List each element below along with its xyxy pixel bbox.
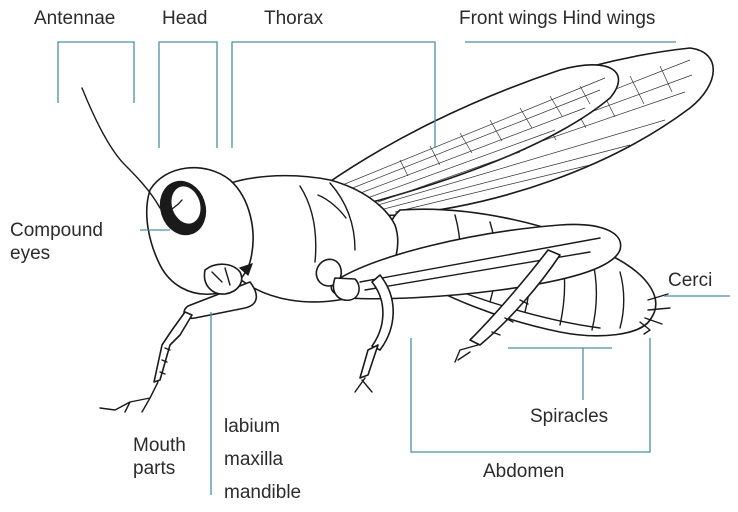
head-body xyxy=(82,88,253,294)
thorax-leader xyxy=(232,42,435,148)
label-spiracles: Spiracles xyxy=(530,406,608,427)
label-mouth-parts-2: parts xyxy=(133,458,175,479)
label-maxilla: maxilla xyxy=(224,449,284,470)
antennae-leader xyxy=(58,42,134,103)
label-mouth-parts-1: Mouth xyxy=(133,435,186,456)
label-cerci: Cerci xyxy=(668,270,712,291)
label-compound-eyes-2: eyes xyxy=(10,243,50,264)
grasshopper-illustration xyxy=(82,48,713,412)
label-mandible: mandible xyxy=(224,482,301,503)
label-abdomen: Abdomen xyxy=(483,461,564,482)
label-head: Head xyxy=(162,8,207,29)
head-leader xyxy=(159,42,217,148)
front-leg xyxy=(100,282,256,412)
label-compound-eyes-1: Compound xyxy=(10,220,103,241)
abdomen-leader xyxy=(411,338,650,452)
label-labium: labium xyxy=(224,416,280,437)
label-antennae: Antennae xyxy=(34,8,115,29)
label-wings: Front wings Hind wings xyxy=(459,8,655,29)
label-thorax: Thorax xyxy=(264,8,324,29)
